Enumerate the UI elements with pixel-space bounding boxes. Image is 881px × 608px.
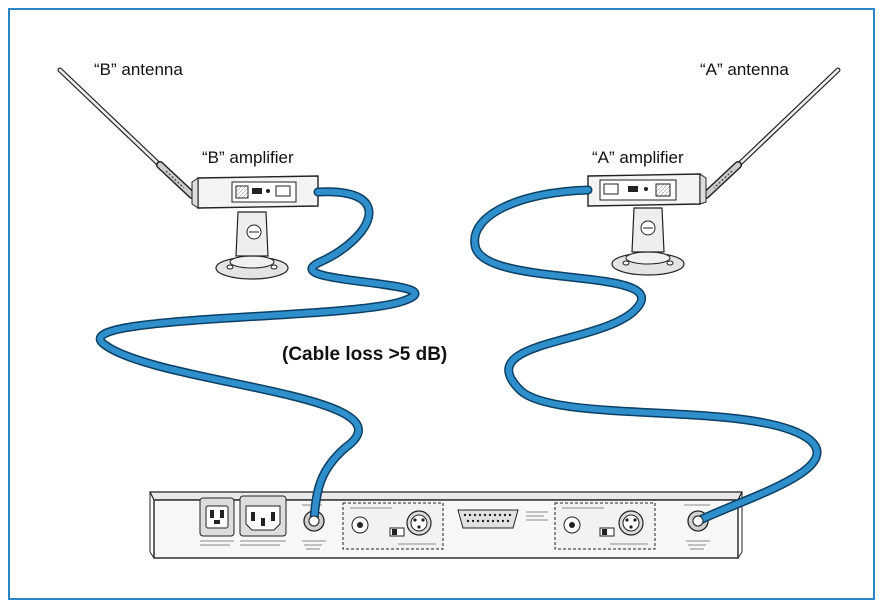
db25-connector xyxy=(457,509,548,529)
b-cable-plug xyxy=(308,515,320,527)
cable-loss-note: (Cable loss >5 dB) xyxy=(282,344,448,365)
diagram-frame xyxy=(8,8,875,600)
b-amplifier-label: “B” amplifier xyxy=(202,148,294,167)
b-antenna xyxy=(57,67,196,199)
a-amplifier xyxy=(587,173,707,276)
receiver-top-face xyxy=(149,491,743,501)
cable-a xyxy=(470,185,822,526)
receiver-module-one xyxy=(342,502,444,550)
power-outlet xyxy=(239,495,287,546)
power-inlet xyxy=(199,497,235,546)
a-amplifier-label: “A” amplifier xyxy=(592,148,684,167)
b-amplifier xyxy=(191,175,319,280)
b-antenna-label: “B” antenna xyxy=(94,60,183,79)
cable-b xyxy=(96,187,420,526)
a-antenna xyxy=(702,67,841,199)
receiver-module-two xyxy=(554,502,656,550)
a-cable-plug xyxy=(692,515,704,527)
receiver-rack-unit xyxy=(149,491,743,559)
a-antenna-label: “A” antenna xyxy=(700,60,789,79)
